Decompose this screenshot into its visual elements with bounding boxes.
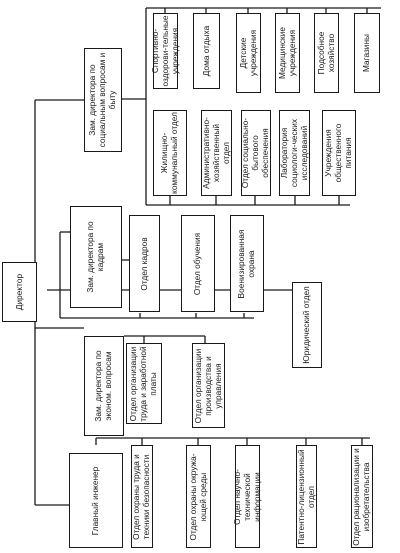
social-unit-label: Жилищно-коммунальный отдел	[159, 112, 179, 194]
engineering-unit-box: Отдел охраны окружа-ющей среды	[186, 445, 211, 548]
engineering-unit-label: Патентно-лицензионный отдел	[295, 448, 316, 545]
chief-engineer-label: Главный инженер	[90, 466, 101, 535]
engineering-unit-box: Отдел научно-технической информации	[231, 445, 262, 548]
econ-deputy-box: Зам. директора по эконом. вопросам	[84, 336, 124, 436]
social-unit-box: Лаборатория социологи-ческих исследовани…	[279, 110, 310, 196]
social-unit-box: Магазины	[354, 13, 380, 93]
social-unit-box: Спортивно-оздорови-тельные учреждения	[149, 13, 180, 89]
econ-deputy-label: Зам. директора по эконом. вопросам	[93, 350, 113, 422]
hr-unit-box: Отдел обучения	[181, 215, 215, 312]
engineering-unit-box: Отдел охраны труда и техники безопасност…	[131, 445, 153, 548]
social-deputy-box: Зам. директора по социальным вопросам и …	[84, 48, 122, 152]
social-unit-box: Учреждения общественного питания	[322, 110, 356, 196]
social-unit-box: Жилищно-коммунальный отдел	[153, 110, 187, 196]
social-unit-label: Подсобное хозяйство	[315, 31, 336, 75]
social-unit-label: Лаборатория социологи-ческих исследовани…	[278, 118, 309, 188]
hr-unit-label: Военизированная охрана	[236, 229, 256, 298]
econ-unit-label: Отдел организации труда и заработной пла…	[128, 345, 158, 422]
social-unit-box: Отдел социально-бытового обеспечения	[240, 110, 271, 196]
engineering-unit-label: Отдел рационализации и изобретательства	[351, 447, 371, 546]
director-label: Директор	[13, 273, 24, 311]
engineering-unit-box: Патентно-лицензионный отдел	[296, 445, 317, 548]
director-box: Директор	[2, 262, 37, 322]
engineering-unit-box: Отдел рационализации и изобретательства	[351, 445, 373, 548]
econ-unit-box: Отдел организации производства и управле…	[192, 343, 225, 428]
social-unit-label: Отдел социально-бытового обеспечения	[240, 117, 270, 189]
social-unit-box: Административно-хозяйственный отдел	[201, 110, 232, 196]
hr-deputy-box: Зам. директора по кадрам	[70, 206, 122, 308]
social-deputy-label: Зам. директора по социальным вопросам и …	[87, 52, 117, 148]
hr-deputy-label: Зам. директора по кадрам	[85, 221, 105, 293]
econ-unit-box: Отдел организации труда и заработной пла…	[126, 343, 162, 424]
econ-unit-label: Отдел организации производства и управле…	[192, 348, 223, 423]
hr-unit-box: Военизированная охрана	[230, 215, 264, 312]
social-unit-label: Спортивно-оздорови-тельные учреждения	[149, 15, 180, 87]
chief-engineer-box: Главный инженер	[69, 453, 123, 548]
hr-unit-label: Отдел кадров	[138, 236, 149, 291]
social-unit-label: Учреждения общественного питания	[323, 123, 353, 183]
engineering-unit-label: Отдел научно-технической информации	[231, 468, 262, 525]
engineering-unit-label: Отдел охраны труда и техники безопасност…	[131, 453, 151, 540]
social-unit-box: Медицинские учреждения	[275, 13, 300, 93]
social-unit-box: Дома отдыха	[193, 13, 220, 89]
engineering-unit-label: Отдел охраны окружа-ющей среды	[187, 453, 208, 540]
social-unit-label: Дома отдыха	[200, 25, 211, 77]
legal-department-box: Юридический отдел	[292, 282, 322, 368]
social-unit-box: Детские учреждения	[236, 13, 261, 93]
social-unit-label: Магазины	[361, 34, 372, 72]
hr-unit-box: Отдел кадров	[129, 215, 160, 312]
social-unit-label: Детские учреждения	[237, 29, 258, 77]
legal-department-label: Юридический отдел	[301, 286, 312, 364]
hr-unit-label: Отдел обучения	[192, 232, 203, 295]
social-unit-label: Медицинские учреждения	[276, 27, 297, 79]
social-unit-label: Административно-хозяйственный отдел	[200, 117, 231, 189]
social-unit-box: Подсобное хозяйство	[314, 13, 339, 93]
